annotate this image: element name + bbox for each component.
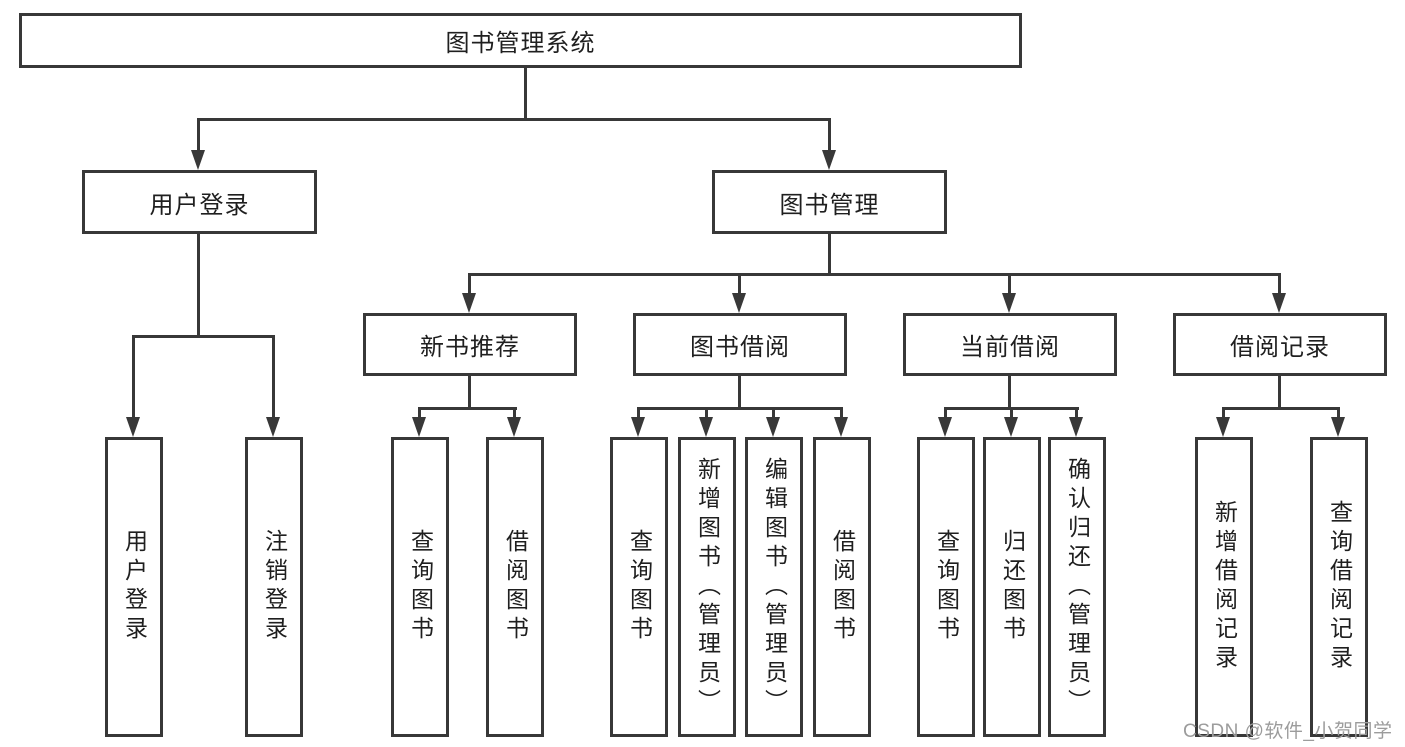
connector-to-leaf-user-login <box>132 335 135 419</box>
leaf-logout-label: 注销登录 <box>261 529 288 645</box>
connector-to-user-login <box>197 118 200 150</box>
connector-bb-rail <box>637 407 843 410</box>
arrowhead-bb-add <box>699 417 713 437</box>
leaf-cb-return-books: 归还图书 <box>983 437 1041 737</box>
node-user-login: 用户登录 <box>82 170 317 234</box>
leaf-bb-edit-books-admin-label: 编辑图书（管理员） <box>761 456 788 718</box>
leaf-cb-confirm-return-admin: 确认归还（管理员） <box>1048 437 1106 737</box>
leaf-br-add-record-label: 新增借阅记录 <box>1211 500 1238 674</box>
arrowhead-bb-edit <box>766 417 780 437</box>
leaf-cb-confirm-return-admin-label: 确认归还（管理员） <box>1064 456 1091 718</box>
connector-to-leaf-logout <box>272 335 275 419</box>
connector-to-bb-add <box>705 407 708 419</box>
connector-to-book-management <box>828 118 831 150</box>
arrowhead-book-management <box>822 150 836 170</box>
arrowhead-current-borrow <box>1002 293 1016 313</box>
leaf-nb-borrow-books-label: 借阅图书 <box>502 529 529 645</box>
arrowhead-book-borrow <box>732 293 746 313</box>
arrowhead-leaf-logout <box>266 417 280 437</box>
connector-bb-drop <box>738 376 741 407</box>
connector-to-borrow-records <box>1278 273 1281 295</box>
leaf-bb-query-books-label: 查询图书 <box>626 529 653 645</box>
leaf-user-login: 用户登录 <box>105 437 163 737</box>
arrowhead-borrow-records <box>1272 293 1286 313</box>
connector-nb-drop <box>468 376 471 407</box>
leaf-br-query-record: 查询借阅记录 <box>1310 437 1368 737</box>
leaf-cb-query-books-label: 查询图书 <box>933 529 960 645</box>
connector-l1-rail <box>197 118 831 121</box>
connector-user-login-rail <box>132 335 275 338</box>
connector-to-cb-confirm <box>1075 407 1078 419</box>
node-book-borrow: 图书借阅 <box>633 313 847 376</box>
node-new-book-recommend: 新书推荐 <box>363 313 577 376</box>
node-borrow-records: 借阅记录 <box>1173 313 1387 376</box>
leaf-br-query-record-label: 查询借阅记录 <box>1326 500 1353 674</box>
leaf-nb-query-books: 查询图书 <box>391 437 449 737</box>
leaf-bb-add-books-admin-label: 新增图书（管理员） <box>694 456 721 718</box>
node-current-borrow: 当前借阅 <box>903 313 1117 376</box>
arrowhead-new-book-recommend <box>462 293 476 313</box>
node-book-borrow-label: 图书借阅 <box>690 334 790 361</box>
arrowhead-br-add <box>1216 417 1230 437</box>
leaf-bb-borrow-books-label: 借阅图书 <box>829 529 856 645</box>
leaf-bb-edit-books-admin: 编辑图书（管理员） <box>745 437 803 737</box>
connector-l2-rail <box>468 273 1281 276</box>
arrowhead-cb-confirm <box>1069 417 1083 437</box>
connector-to-bb-borrow <box>840 407 843 419</box>
leaf-cb-query-books: 查询图书 <box>917 437 975 737</box>
connector-user-login-drop <box>197 234 200 335</box>
connector-to-nb-query <box>418 407 421 419</box>
connector-cb-drop <box>1008 376 1011 407</box>
leaf-nb-borrow-books: 借阅图书 <box>486 437 544 737</box>
node-root: 图书管理系统 <box>19 13 1022 68</box>
leaf-cb-return-books-label: 归还图书 <box>999 529 1026 645</box>
node-book-management-label: 图书管理 <box>779 191 880 219</box>
node-current-borrow-label: 当前借阅 <box>960 334 1060 361</box>
arrowhead-br-query <box>1331 417 1345 437</box>
connector-to-br-query <box>1337 407 1340 419</box>
leaf-bb-query-books: 查询图书 <box>610 437 668 737</box>
arrowhead-leaf-user-login <box>126 417 140 437</box>
arrowhead-bb-borrow <box>834 417 848 437</box>
arrowhead-nb-query <box>412 417 426 437</box>
connector-to-br-add <box>1222 407 1225 419</box>
arrowhead-user-login <box>191 150 205 170</box>
connector-br-drop <box>1278 376 1281 407</box>
connector-to-cb-query <box>944 407 947 419</box>
connector-to-book-borrow <box>738 273 741 295</box>
leaf-logout: 注销登录 <box>245 437 303 737</box>
connector-br-rail <box>1222 407 1340 410</box>
node-new-book-recommend-label: 新书推荐 <box>420 334 520 361</box>
connector-to-bb-edit <box>772 407 775 419</box>
leaf-br-add-record: 新增借阅记录 <box>1195 437 1253 737</box>
leaf-bb-borrow-books: 借阅图书 <box>813 437 871 737</box>
node-user-login-label: 用户登录 <box>149 191 250 219</box>
node-borrow-records-label: 借阅记录 <box>1230 334 1330 361</box>
leaf-user-login-label: 用户登录 <box>121 529 148 645</box>
csdn-watermark: CSDN @软件_小贺同学 <box>1183 721 1393 742</box>
connector-to-bb-query <box>637 407 640 419</box>
connector-to-nb-borrow <box>513 407 516 419</box>
connector-root-drop <box>524 68 527 118</box>
connector-to-new-book-recommend <box>468 273 471 295</box>
connector-to-cb-return <box>1010 407 1013 419</box>
arrowhead-nb-borrow <box>507 417 521 437</box>
leaf-nb-query-books-label: 查询图书 <box>407 529 434 645</box>
node-book-management: 图书管理 <box>712 170 947 234</box>
arrowhead-cb-return <box>1004 417 1018 437</box>
leaf-bb-add-books-admin: 新增图书（管理员） <box>678 437 736 737</box>
connector-book-management-drop <box>828 234 831 273</box>
node-root-label: 图书管理系统 <box>445 30 596 57</box>
arrowhead-bb-query <box>631 417 645 437</box>
connector-nb-rail <box>418 407 517 410</box>
connector-to-current-borrow <box>1008 273 1011 295</box>
arrowhead-cb-query <box>938 417 952 437</box>
